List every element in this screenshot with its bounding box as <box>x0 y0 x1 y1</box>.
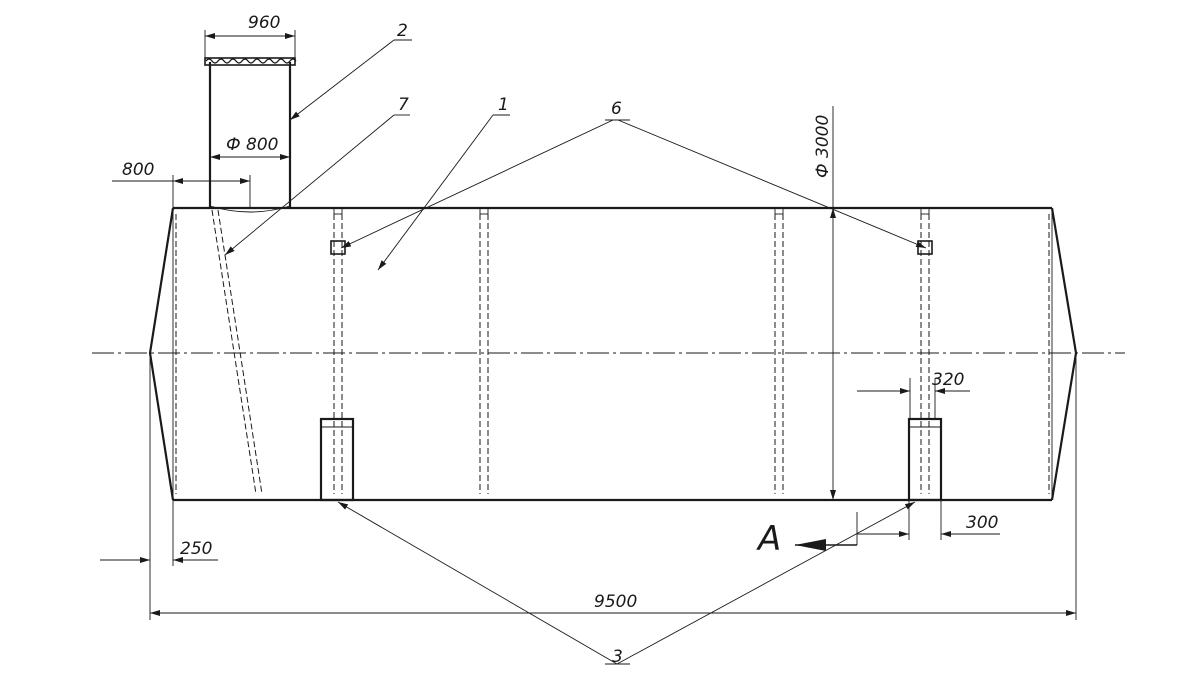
dim-offset-left <box>112 175 251 208</box>
stiffener-rings <box>333 207 930 494</box>
support-left <box>319 417 355 502</box>
left-head <box>148 207 175 501</box>
view-arrow-label: A <box>756 519 781 559</box>
dim-flange-width-label: 960 <box>248 13 280 33</box>
callout-2-leader <box>289 39 412 121</box>
callout-6-leader <box>340 119 927 249</box>
callout-7-label: 7 <box>398 95 409 115</box>
callout-1-label: 1 <box>498 95 509 115</box>
callout-3-label: 3 <box>612 647 623 667</box>
dim-bracket-width-label: 320 <box>932 370 964 390</box>
callout-2-label: 2 <box>397 21 408 41</box>
fill-pipe <box>211 209 263 495</box>
right-head <box>1050 207 1078 501</box>
dim-head-depth <box>100 500 218 566</box>
dim-overall-length-label: 9500 <box>594 592 637 612</box>
callout-7-leader <box>224 114 410 256</box>
dim-pipe-diameter-label: Ф 800 <box>226 135 279 155</box>
dim-offset-left-label: 800 <box>122 160 154 180</box>
callout-6-label: 6 <box>611 99 622 119</box>
dim-head-depth-label: 250 <box>180 539 212 559</box>
callout-1-leader <box>377 114 510 271</box>
view-arrow-a <box>795 512 858 551</box>
support-right <box>907 417 943 502</box>
callout-3-leader <box>337 501 916 665</box>
dim-shell-diameter-label: Ф 3000 <box>813 115 833 178</box>
dim-overall-length <box>149 358 1077 620</box>
dim-support-width-label: 300 <box>966 513 998 533</box>
dim-bracket-width <box>857 378 970 419</box>
dim-flange-width <box>204 30 296 58</box>
manhole-neck <box>204 57 297 213</box>
tank-shell <box>172 206 1053 502</box>
